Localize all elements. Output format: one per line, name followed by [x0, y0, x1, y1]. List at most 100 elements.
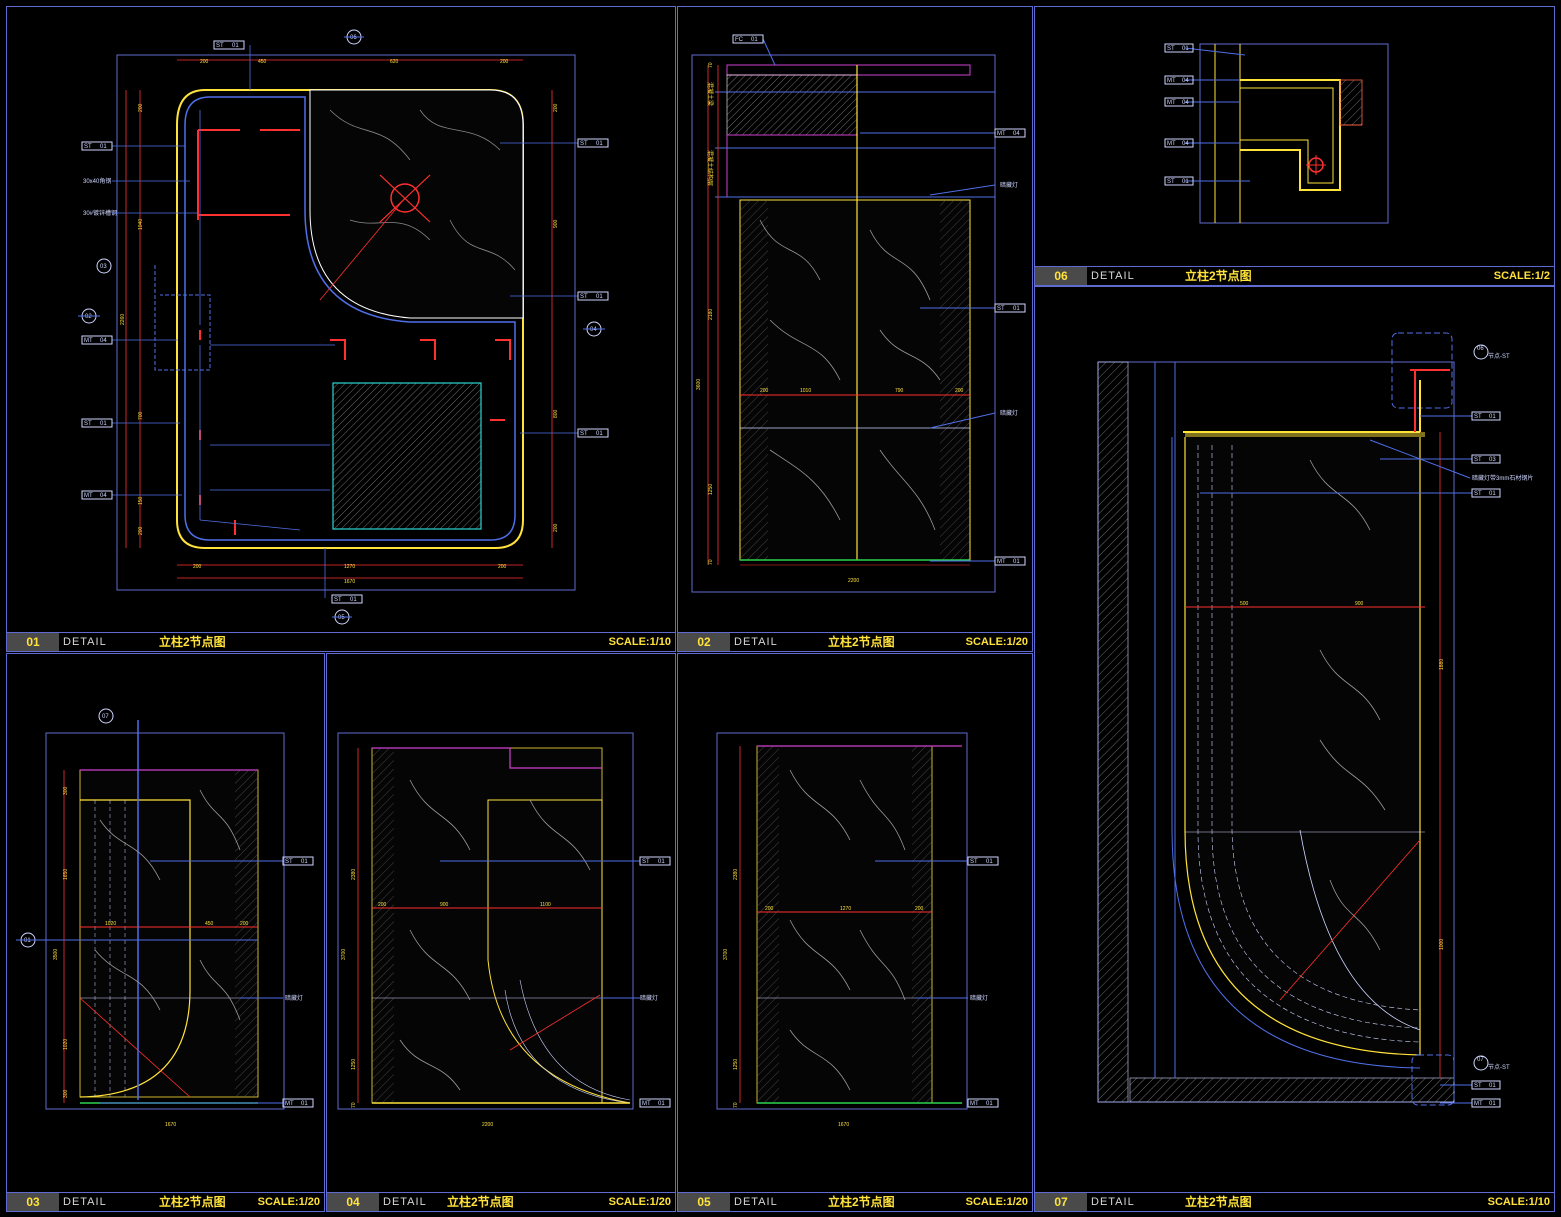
svg-text:MT: MT	[1167, 100, 1176, 106]
panel-detail-label: DETAIL	[383, 1196, 427, 1208]
p02-label-light-1: 暗藏灯	[1000, 181, 1018, 189]
svg-text:01: 01	[1489, 491, 1496, 497]
panel-detail-label: DETAIL	[734, 636, 778, 648]
svg-text:04: 04	[100, 493, 107, 499]
svg-text:ST: ST	[1474, 414, 1482, 420]
panel-title: 立柱2节点图	[159, 635, 226, 649]
panel-scale: SCALE:1/10	[608, 636, 671, 648]
panel-scale: SCALE:1/20	[965, 1196, 1028, 1208]
p02-dim-h1: 200	[760, 388, 769, 394]
svg-text:04: 04	[1182, 141, 1189, 147]
svg-text:MT: MT	[1167, 78, 1176, 84]
panel-number: 03	[7, 1193, 59, 1211]
svg-text:01: 01	[1489, 414, 1496, 420]
svg-text:01: 01	[301, 1101, 308, 1107]
p05-vdim-2: 1250	[733, 1059, 739, 1070]
svg-text:FC: FC	[735, 37, 744, 43]
svg-text:MT: MT	[285, 1101, 294, 1107]
panel-detail-label: DETAIL	[734, 1196, 778, 1208]
svg-text:01: 01	[596, 431, 603, 437]
p03-dim-2: 450	[205, 921, 214, 927]
p01-label-angle: 30x40角钢	[83, 177, 111, 185]
elevation-drawing-02: 200 1010 790 200 2200 70 2180 1250 70 36…	[691, 34, 1026, 593]
svg-text:MT: MT	[84, 493, 93, 499]
svg-text:MT: MT	[1167, 141, 1176, 147]
svg-text:MT: MT	[997, 131, 1006, 137]
p03-tag-mt01: MT 01	[282, 1098, 314, 1108]
title-bar-06: 06 DETAIL 立柱2节点图 SCALE:1/2	[1034, 266, 1555, 286]
p01-left-dim-1: 200	[138, 103, 144, 112]
panel-title: 立柱2节点图	[159, 1195, 226, 1209]
p03-dim-total: 1670	[165, 1122, 176, 1128]
p01-section-marker-02: 02	[78, 308, 100, 324]
svg-text:MT: MT	[642, 1101, 651, 1107]
title-bar-03: 03 DETAIL 立柱2节点图 SCALE:1/20	[6, 1192, 325, 1212]
svg-text:ST: ST	[580, 141, 588, 147]
panel-detail-label: DETAIL	[63, 1196, 107, 1208]
svg-text:ST: ST	[1474, 1083, 1482, 1089]
svg-text:01: 01	[1489, 1083, 1496, 1089]
p01-top-dim-3: 620	[390, 59, 399, 65]
svg-text:MT: MT	[1474, 1101, 1483, 1107]
elevation-drawing-03: 1020 450 200 1670 300 1650 1020 300 3500…	[16, 708, 314, 1128]
p02-dim-h2: 1010	[800, 388, 811, 394]
panel-title: 立柱2节点图	[447, 1195, 514, 1209]
panel-scale: SCALE:1/20	[608, 1196, 671, 1208]
p02-text-beam: 混凝土梁	[706, 82, 714, 106]
p01-section-marker-04: 04	[583, 321, 605, 337]
panel-detail-label: DETAIL	[63, 636, 107, 648]
p03-marker-01: 01	[16, 932, 258, 948]
svg-text:ST: ST	[970, 859, 978, 865]
p01-section-marker-05: 05	[332, 609, 352, 625]
svg-text:01: 01	[751, 37, 758, 43]
p03-dim-1: 1020	[105, 921, 116, 927]
p05-vdim-3: 70	[733, 1102, 739, 1108]
svg-text:MT: MT	[997, 559, 1006, 565]
p04-dim-total: 2200	[482, 1122, 493, 1128]
p03-vdim-total: 3500	[53, 949, 59, 960]
p05-vdim-total: 3700	[723, 949, 729, 960]
svg-text:04: 04	[1013, 131, 1020, 137]
svg-text:01: 01	[658, 859, 665, 865]
svg-text:02: 02	[85, 314, 92, 320]
svg-text:01: 01	[1182, 179, 1189, 185]
p05-dim-3: 200	[915, 906, 924, 912]
panel-scale: SCALE:1/2	[1493, 270, 1550, 282]
p07-tag-st01: ST 01	[1471, 411, 1501, 421]
p02-dim-h4: 200	[955, 388, 964, 394]
panel-title: 立柱2节点图	[828, 635, 895, 649]
svg-text:07: 07	[102, 714, 109, 720]
svg-text:01: 01	[100, 421, 107, 427]
p01-left-dim-3: 700	[138, 411, 144, 420]
svg-text:04: 04	[1182, 100, 1189, 106]
p01-left-total: 2260	[120, 314, 126, 325]
p01-right-dim-3: 800	[553, 409, 559, 418]
p03-vdim-3: 1020	[63, 1039, 69, 1050]
p04-dim-3: 1100	[540, 902, 551, 908]
svg-text:01: 01	[1013, 559, 1020, 565]
p02-dim-v1: 70	[708, 62, 714, 68]
panel-number: 04	[327, 1193, 379, 1211]
svg-text:ST: ST	[580, 294, 588, 300]
p07-dim-1: 500	[1240, 601, 1249, 607]
svg-text:05: 05	[338, 615, 345, 621]
svg-text:01: 01	[24, 938, 31, 944]
panel-number: 05	[678, 1193, 730, 1211]
p02-tag-fc01: FC 01	[732, 34, 764, 44]
p07-dim-2: 900	[1355, 601, 1364, 607]
panel-title: 立柱2节点图	[1185, 269, 1252, 283]
p02-dim-h3: 790	[895, 388, 904, 394]
p02-label-light-2: 暗藏灯	[1000, 409, 1018, 417]
elevation-drawing-05: 200 1270 200 1670 2380 1250 70 3700 暗藏灯 …	[716, 732, 999, 1128]
p01-label-channel: 30#镀锌槽钢	[83, 209, 117, 217]
p04-vdim-total: 3700	[341, 949, 347, 960]
